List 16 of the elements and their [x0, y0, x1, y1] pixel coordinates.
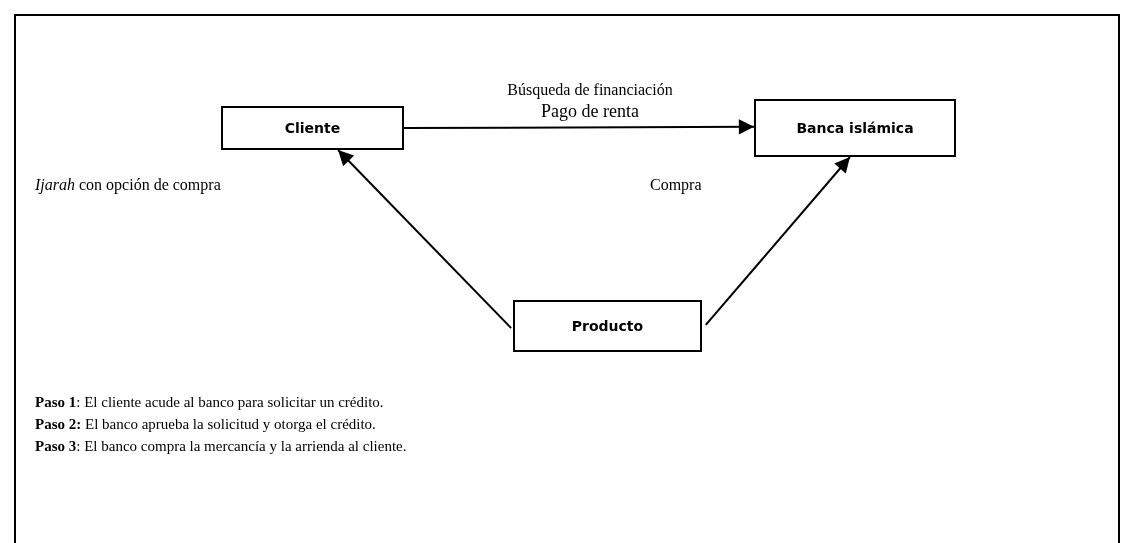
step-note: Paso 1: El cliente acude al banco para solicitar un crédito.: [35, 393, 384, 411]
flow-label: Compra: [650, 175, 702, 195]
node-label: Cliente: [284, 120, 341, 136]
flow-label: Ijarah con opción de compra: [35, 175, 221, 195]
step-note: Paso 3: El banco compra la mercancía y la arrienda al cliente.: [35, 437, 407, 455]
process-box: [754, 99, 956, 157]
arrow: [337, 149, 513, 330]
node-label: Producto: [571, 318, 644, 334]
arrow: [704, 156, 851, 326]
flow-label: Pago de renta: [541, 101, 639, 123]
arrow: [403, 119, 755, 135]
flow-label: Búsqueda de financiación: [507, 80, 673, 100]
process-box: [221, 106, 404, 150]
node-label: Banca islámica: [796, 120, 914, 136]
process-box: [513, 300, 702, 352]
step-note: Paso 2: El banco aprueba la solicitud y otorga el crédito.: [35, 415, 376, 433]
